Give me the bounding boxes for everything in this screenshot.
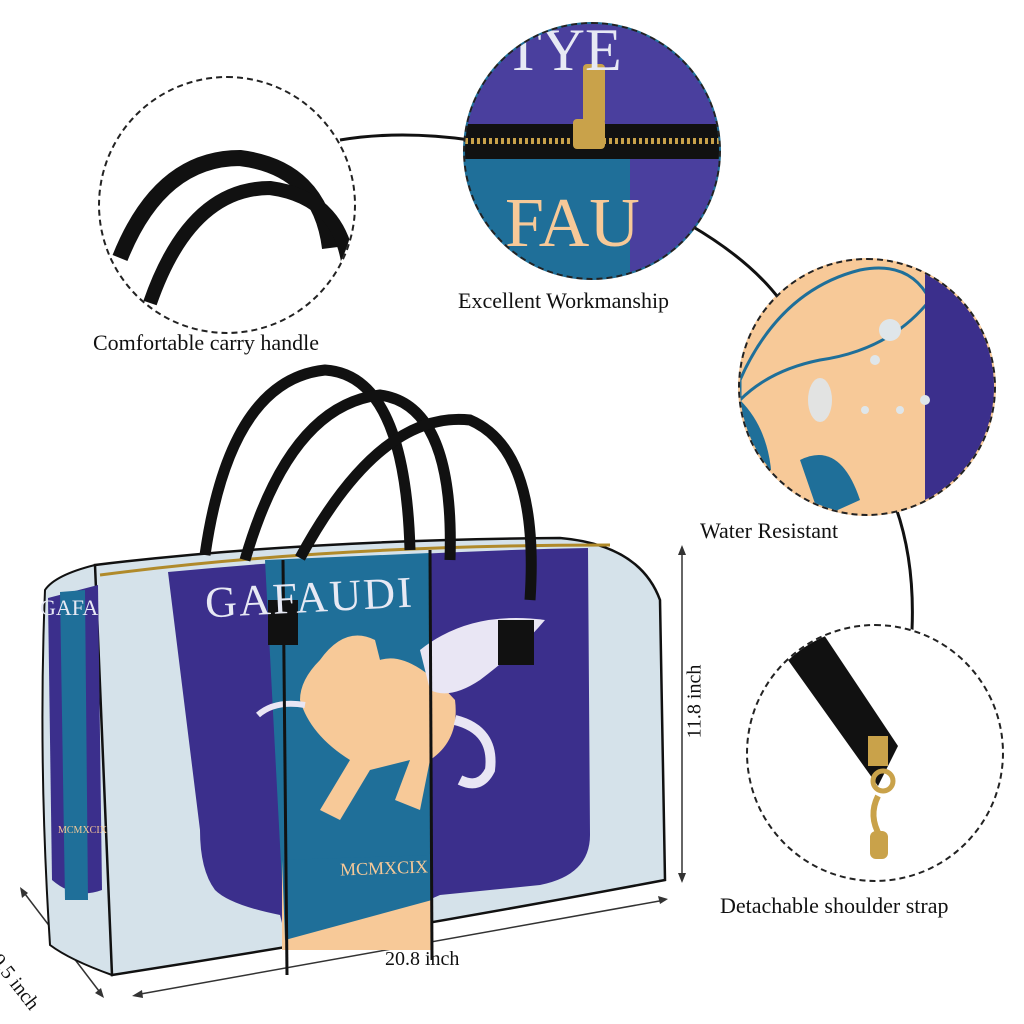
water-drop-icon bbox=[740, 260, 994, 514]
handle-icon bbox=[199, 364, 537, 665]
caption-strap: Detachable shoulder strap bbox=[720, 893, 949, 918]
feature-circle-strap bbox=[746, 624, 1004, 882]
caption-zipper: Excellent Workmanship bbox=[458, 288, 670, 313]
end-panel-roman-numeral: MCMXCIX bbox=[58, 825, 107, 836]
feature-circle-handle bbox=[98, 76, 356, 334]
connector-line-zipper bbox=[339, 133, 471, 142]
zipper-letters-bottom: FAU bbox=[505, 185, 640, 262]
feature-circle-water bbox=[738, 258, 996, 516]
handle-closeup-icon bbox=[112, 149, 354, 306]
bag-roman-numeral: MCMXCIX bbox=[339, 856, 429, 880]
connector-line-water bbox=[689, 223, 782, 301]
dimension-width-label: 20.8 inch bbox=[385, 948, 460, 970]
end-panel-brand-text: GAFAUDI bbox=[40, 595, 100, 620]
feature-circle-zipper: TYE FAU bbox=[463, 22, 721, 280]
caption-handle: Comfortable carry handle bbox=[93, 330, 320, 355]
dimension-height-label: 11.8 inch bbox=[683, 664, 706, 739]
connector-line-strap bbox=[893, 504, 914, 631]
zipper-letters-top: TYE bbox=[505, 22, 622, 83]
caption-water: Water Resistant bbox=[700, 518, 839, 543]
bag-brand-text: GAFAUDI bbox=[203, 567, 415, 628]
strap-icon bbox=[778, 626, 898, 859]
